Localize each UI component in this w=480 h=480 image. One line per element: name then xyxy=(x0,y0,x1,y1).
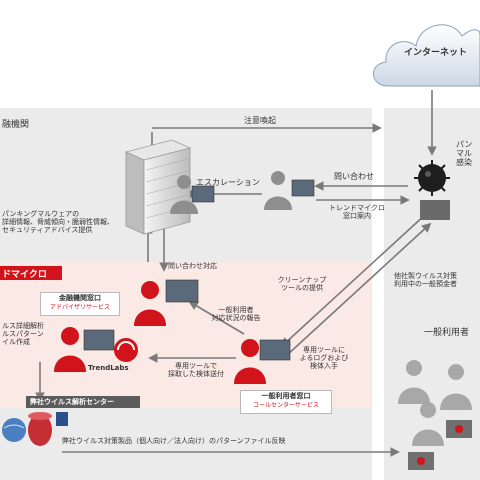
edge-sample-line2: 採取した検体送付 xyxy=(168,370,224,379)
label-analysis-center-text: 弊社ウイルス解析センター xyxy=(30,398,114,406)
monitor-icon xyxy=(191,179,315,203)
edge-sample-line1: 専用ツールで xyxy=(175,362,217,370)
note-analysis-line3: イル作成 xyxy=(2,338,30,347)
note-infected-line1: パン xyxy=(456,140,473,149)
edge-log-line1: 専用ツールに xyxy=(303,346,345,354)
edge-log-line3: 検体入手 xyxy=(310,362,338,371)
note-infected: パン マル 感染 xyxy=(456,140,472,168)
note-other-av: 他社製ウイルス対策 利用中の一般預金者 xyxy=(394,272,457,288)
note-infected-line2: マル xyxy=(456,149,472,159)
edge-inquiry-response: 問い合わせ対応 xyxy=(168,262,217,270)
edge-cleanup: クリーンナップ ツールの提供 xyxy=(268,276,336,292)
label-user-callcenter-line2: コールセンターサービス xyxy=(253,402,319,409)
edge-report-line1: 一般利用者 xyxy=(218,306,254,314)
section-title-trend-bar: ドマイクロ xyxy=(0,266,62,280)
note-banking-info-line3: セキュリティアドバイス提供 xyxy=(2,226,93,235)
edge-pattern: 弊社ウイルス対策製品（個人向け／法人向け）のパターンファイル反映 xyxy=(62,437,286,445)
note-analysis-line1: ルス詳細解析 xyxy=(2,322,44,330)
edge-report-line2: 対応状況の報告 xyxy=(211,314,261,323)
cloud-label: インターネット xyxy=(404,48,468,58)
edge-cleanup-line2: ツールの提供 xyxy=(281,284,323,293)
label-analysis-center: 弊社ウイルス解析センター xyxy=(26,396,140,408)
edge-alert: 注意喚起 xyxy=(244,116,276,125)
label-user-callcenter-line1: 一般利用者窓口 xyxy=(261,392,311,400)
user-crowd-icon xyxy=(398,360,472,470)
note-infected-line3: 感染 xyxy=(456,158,472,168)
operator-icon xyxy=(170,171,292,214)
note-analysis: ルス詳細解析 ルスパターン イル作成 xyxy=(2,322,44,346)
label-bank-advisor-line1: 金融機関窓口 xyxy=(59,294,101,302)
virus-icon xyxy=(414,160,450,196)
edge-log-line2: よるログおよび xyxy=(299,354,349,363)
label-bank-advisor: 金融機関窓口 アドバイザリサービス xyxy=(40,292,120,316)
analyst-icon xyxy=(54,281,266,384)
infected-user-icon xyxy=(420,200,450,220)
note-banking-info-line1: パンキングマルウェアの xyxy=(2,210,80,218)
edge-escalation: エスカレーション xyxy=(196,178,260,187)
note-banking-info-line2: 詳細情報、脅威傾向・脆弱性情報、 xyxy=(2,218,114,227)
edge-sample: 専用ツールで 採取した検体送付 xyxy=(158,362,234,378)
label-user-callcenter: 一般利用者窓口 コールセンターサービス xyxy=(240,390,332,414)
arrow-cleanup xyxy=(280,213,427,348)
section-title-bank: 融機関 xyxy=(2,120,30,130)
edge-trend-contact-line2: 窓口案内 xyxy=(343,212,371,221)
edge-report: 一般利用者 対応状況の報告 xyxy=(198,306,274,322)
edge-cleanup-line1: クリーンナップ xyxy=(277,276,327,284)
edge-log: 専用ツールに よるログおよび 検体入手 xyxy=(292,346,356,370)
note-banking-info: パンキングマルウェアの 詳細情報、脅威傾向・脆弱性情報、 セキュリティアドバイス… xyxy=(2,210,114,234)
note-analysis-line2: ルスパターン xyxy=(2,330,44,339)
edge-trend-contact: トレンドマイクロ 窓口案内 xyxy=(322,204,392,220)
globe-icon xyxy=(2,412,68,446)
arrow-report xyxy=(188,301,245,335)
cloud-icon xyxy=(373,24,480,87)
edge-trend-contact-line1: トレンドマイクロ xyxy=(329,204,385,212)
trendlabs-logo-icon xyxy=(114,338,138,362)
section-title-trend: ドマイクロ xyxy=(2,270,47,280)
workstation-icon xyxy=(83,279,291,361)
edge-inquiry: 問い合わせ xyxy=(334,172,374,181)
section-title-user: 一般利用者 xyxy=(424,328,470,338)
label-bank-advisor-line2: アドバイザリサービス xyxy=(49,304,110,311)
trendlabs-label: TrendLabs xyxy=(88,364,129,372)
note-other-av-line1: 他社製ウイルス対策 xyxy=(394,272,457,280)
arrow-log xyxy=(285,222,432,357)
arrows xyxy=(35,90,437,457)
note-other-av-line2: 利用中の一般預金者 xyxy=(394,280,457,289)
